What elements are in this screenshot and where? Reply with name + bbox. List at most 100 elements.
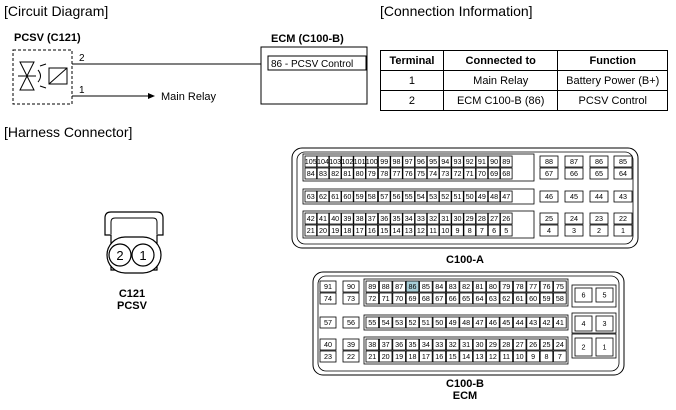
connector-pin [353,190,366,203]
connector-pin [459,316,473,329]
connector-pin [378,338,393,351]
pin-number: 49 [449,318,457,327]
pin-number: 50 [435,318,443,327]
pin-number: 60 [343,192,351,201]
connector-pin [487,224,501,237]
cell-connected-to: Main Relay [442,70,559,91]
connector-pin [459,280,473,293]
pin-number: 58 [368,192,376,201]
pin-number: 25 [545,214,553,223]
connector-pin [378,316,393,329]
connector-pin [539,167,559,180]
connector-pin [341,155,354,168]
connector-pin [365,212,379,225]
pin-number: 105 [305,157,317,166]
connector-pin [365,155,379,168]
pin2-number: 2 [79,53,85,64]
connector-pin [613,190,633,203]
pin-number: 56 [393,192,401,201]
pin-number: 9 [456,226,460,235]
pin-number: 49 [478,192,486,201]
pin-number: 40 [324,340,332,349]
connector-pin [472,316,487,329]
pin-number: 83 [319,169,327,178]
connector-pin [539,155,559,168]
pin-number: 28 [502,340,510,349]
pin-number: 36 [395,340,403,349]
pin-number: 81 [343,169,351,178]
connector-pin [316,167,330,180]
pin-number: 19 [395,352,403,361]
pin-number: 83 [449,282,457,291]
pin-number: 55 [368,318,376,327]
connector-pin [432,316,447,329]
pin-number: 64 [476,294,484,303]
pin-number: 77 [393,169,401,178]
connector-pin [513,350,527,363]
pin-number: 85 [422,282,430,291]
pcsv-label: PCSV (C121) [14,32,81,44]
connector-pin [419,350,433,363]
pin-number: 48 [490,192,498,201]
section-title-harness: [Harness Connector] [4,124,133,140]
connector-pin [539,224,559,237]
connector-pin [328,190,342,203]
pin-number: 88 [545,157,553,166]
pin-number: 20 [319,226,327,235]
pin-number: 76 [543,282,551,291]
c121-connector: 2 1 [104,211,164,274]
connector-pin [526,316,540,329]
connector-pin [353,224,366,237]
pin-number: 79 [368,169,376,178]
connector-pin [553,280,567,293]
connector-pin [475,155,489,168]
connector-pin [595,315,614,332]
pin-number: 65 [462,294,470,303]
connector-pin [589,167,609,180]
pin-number: 1 [621,226,625,235]
connector-pin [304,155,318,168]
cell-terminal: 2 [380,90,444,111]
pin-number: 99 [380,157,388,166]
connector-pin [319,316,337,329]
connector-pin [353,155,366,168]
ecm-label: ECM (C100-B) [271,33,344,45]
pin-number: 34 [422,340,430,349]
connector-pin [451,224,464,237]
pin-number: 82 [331,169,339,178]
pin-number: 24 [556,340,564,349]
pin-number: 84 [307,169,315,178]
pin-number: 52 [409,318,417,327]
pin-number: 66 [449,294,457,303]
connector-pin [439,167,452,180]
pin-number: 68 [422,294,430,303]
pin-number: 27 [490,214,498,223]
connector-pin [463,224,476,237]
connector-pin [342,338,360,351]
pin-number: 5 [504,226,508,235]
connector-pin [353,212,366,225]
connector-pin [486,292,500,305]
connector-pin [451,167,464,180]
connector-pin [316,155,330,168]
cell-function: PCSV Control [557,90,668,111]
ecm-terminal-box [267,55,367,71]
connector-pin [419,338,433,351]
connector-pin [475,167,489,180]
connector-pin [463,167,476,180]
connector-pin [486,338,500,351]
pin-number: 35 [409,340,417,349]
connector-pin [316,212,330,225]
connector-pin [365,292,380,305]
pin-number: 34 [405,214,413,223]
pin-number: 21 [368,352,376,361]
pin-number: 42 [543,318,551,327]
connector-pin [463,212,476,225]
ecm-terminal-text: 86 - PCSV Control [271,59,353,70]
connector-pin [378,224,391,237]
pin-number: 92 [466,157,474,166]
pin-number: 98 [393,157,401,166]
pin-number: 87 [570,157,578,166]
pin-number: 55 [405,192,413,201]
c100b-inner-shell [317,275,620,372]
